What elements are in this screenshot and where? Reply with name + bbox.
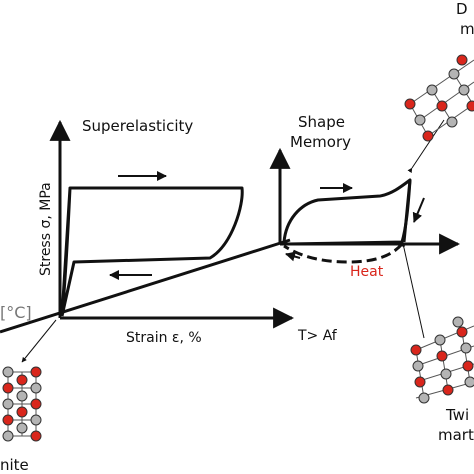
pointer-austenite	[21, 319, 57, 363]
detwinned-label-line1: D	[456, 0, 468, 18]
shape-memory-label-line1: Shape	[298, 113, 345, 131]
detwinned-lattice	[404, 54, 474, 142]
twinned-label-line2: mart	[438, 426, 474, 444]
temperature-condition-label: T> Af	[297, 328, 338, 344]
temperature-axis	[0, 238, 291, 334]
superelasticity-label: Superelasticity	[82, 117, 193, 135]
shape-memory-label-line2: Memory	[290, 133, 351, 151]
superelastic-loop	[60, 186, 244, 317]
heat-label: Heat	[350, 264, 384, 280]
twinned-lattice	[410, 316, 474, 404]
detwinned-label-line2: m	[460, 20, 474, 38]
twinned-label-line1: Twi	[445, 406, 469, 424]
sm-unloading-arrow	[412, 197, 425, 223]
austenite-label: nite	[0, 456, 29, 474]
pointer-twinned	[400, 243, 425, 339]
heat-recovery-path	[283, 242, 404, 264]
austenite-lattice	[2, 366, 42, 442]
temperature-unit-label: [°C]	[0, 303, 32, 322]
stress-axis-label: Stress σ, MPa	[38, 182, 54, 276]
strain-axis-label: Strain ε, %	[126, 330, 202, 346]
shape-memory-loop	[282, 178, 412, 243]
heat-arrow	[285, 251, 301, 262]
pointer-detwinned	[407, 119, 445, 174]
unloading-path	[287, 179, 412, 246]
